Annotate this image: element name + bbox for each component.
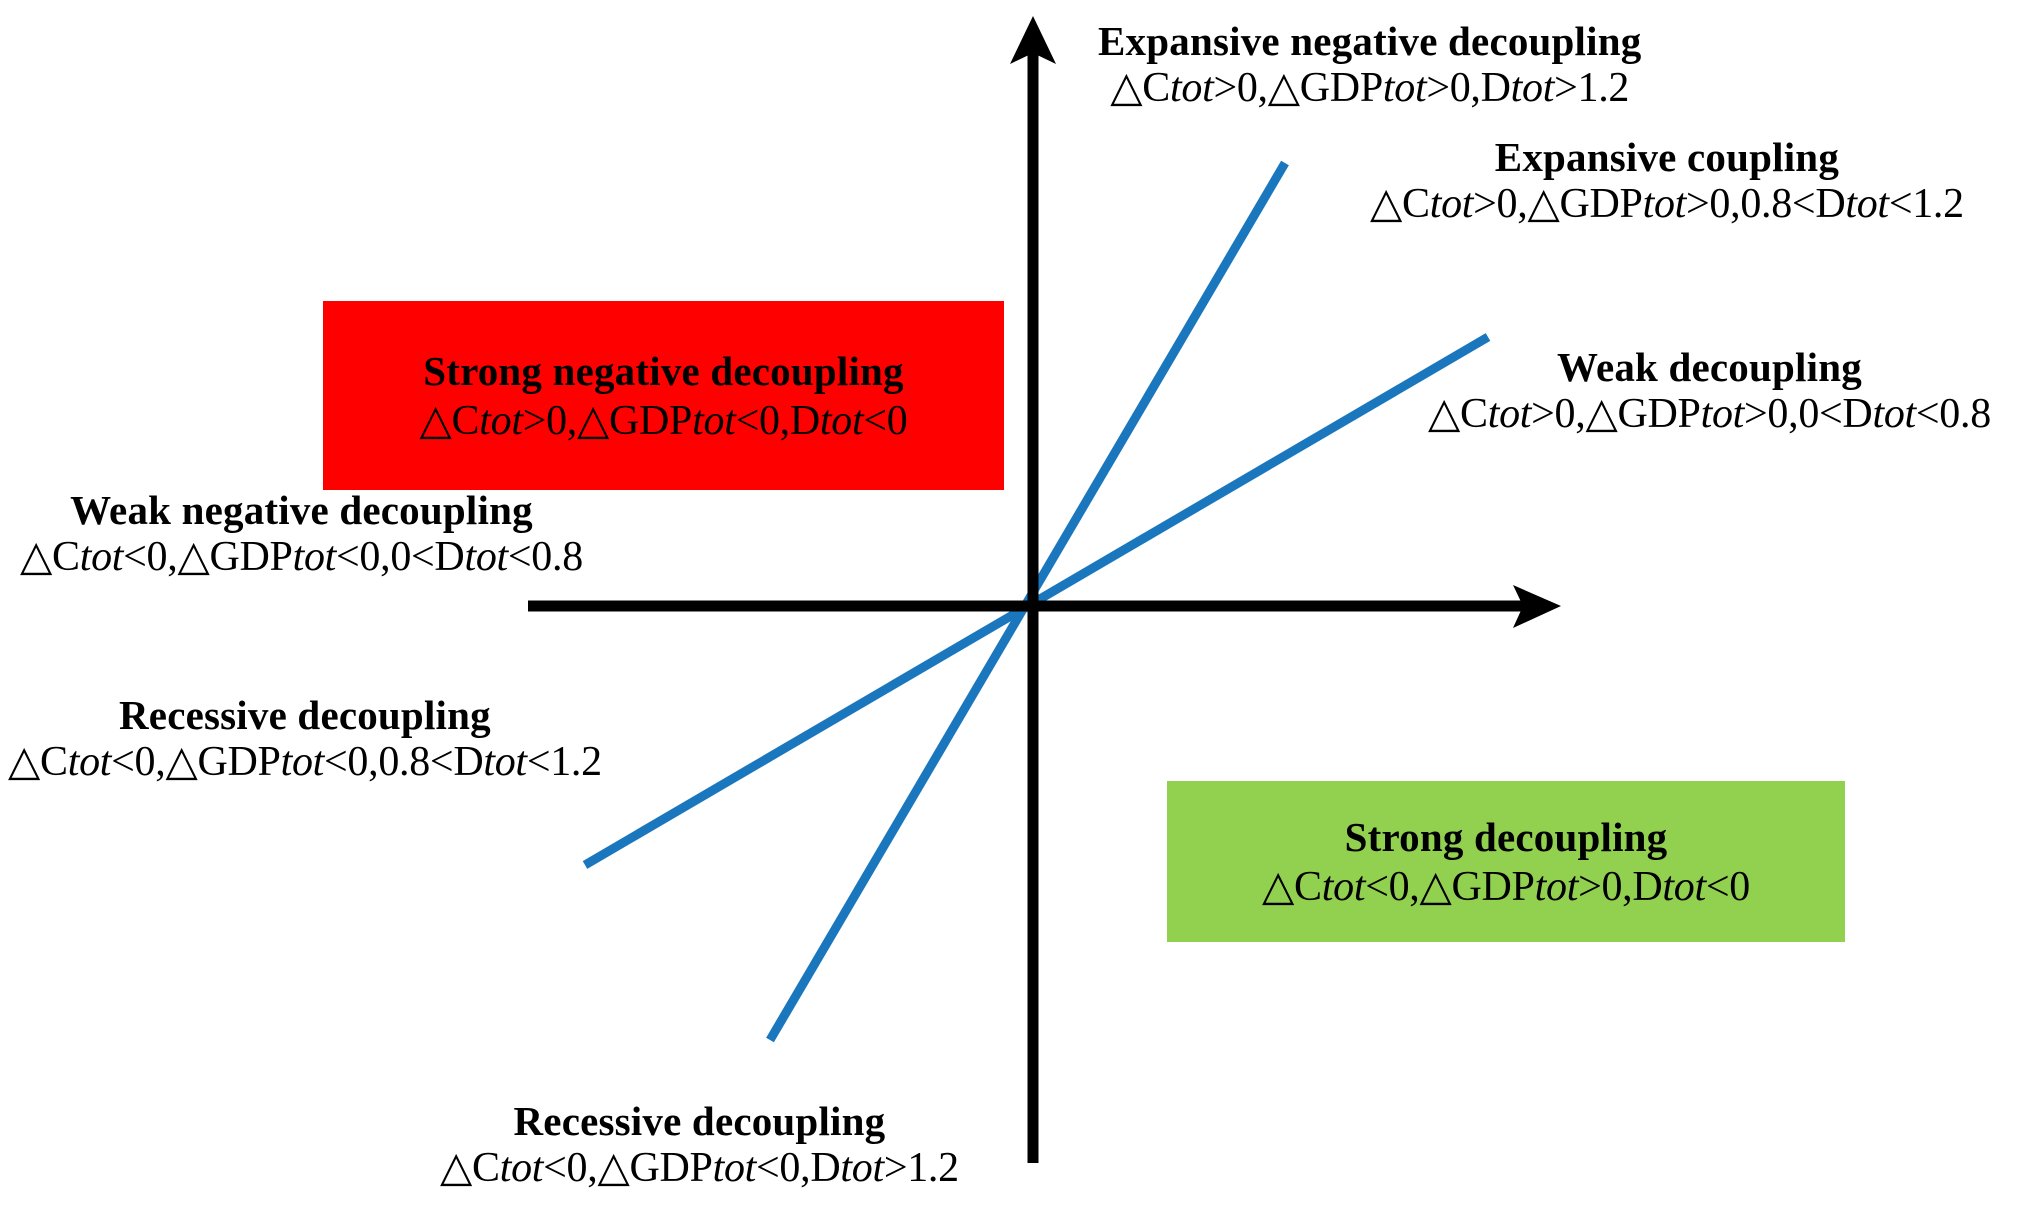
label-title: Strong negative decoupling xyxy=(423,347,904,394)
label-formula: △Ctot<0,△GDPtot>0,Dtot<0 xyxy=(1262,863,1750,910)
label-title: Expansive coupling xyxy=(1494,134,1840,180)
label-formula: △Ctot<0,△GDPtot<0,0<Dtot<0.8 xyxy=(20,533,583,580)
label-weak-decoupling: Weak decoupling △Ctot>0,△GDPtot>0,0<Dtot… xyxy=(1428,344,1991,439)
label-title: Strong decoupling xyxy=(1344,813,1668,860)
x-axis-arrowhead xyxy=(1513,585,1561,628)
label-expansive-negative-decoupling: Expansive negative decoupling △Ctot>0,△G… xyxy=(1098,18,1641,113)
label-title: Weak decoupling xyxy=(1557,344,1862,390)
label-title: Weak negative decoupling xyxy=(70,487,533,533)
y-axis-arrowhead xyxy=(1010,16,1056,64)
label-recessive-decoupling-lower: Recessive decoupling △Ctot<0,△GDPtot<0,D… xyxy=(440,1098,959,1193)
label-title: Recessive decoupling xyxy=(513,1098,886,1144)
label-expansive-coupling: Expansive coupling △Ctot>0,△GDPtot>0,0.8… xyxy=(1370,134,1964,229)
label-formula: △Ctot<0,△GDPtot<0,0.8<Dtot<1.2 xyxy=(8,738,602,785)
highlight-box-strong-negative-decoupling: Strong negative decoupling △Ctot>0,△GDPt… xyxy=(323,301,1004,490)
label-formula: △Ctot>0,△GDPtot>0,Dtot>1.2 xyxy=(1110,64,1630,111)
label-title: Expansive negative decoupling xyxy=(1098,18,1642,64)
label-recessive-decoupling-middle: Recessive decoupling △Ctot<0,△GDPtot<0,0… xyxy=(8,692,602,787)
label-weak-negative-decoupling: Weak negative decoupling △Ctot<0,△GDPtot… xyxy=(20,487,583,582)
label-formula: △Ctot<0,△GDPtot<0,Dtot>1.2 xyxy=(440,1144,959,1191)
label-formula: △Ctot>0,△GDPtot>0,0.8<Dtot<1.2 xyxy=(1370,180,1964,227)
highlight-box-strong-decoupling: Strong decoupling △Ctot<0,△GDPtot>0,Dtot… xyxy=(1167,781,1845,942)
label-formula: △Ctot>0,△GDPtot>0,0<Dtot<0.8 xyxy=(1428,390,1991,437)
label-title: Recessive decoupling xyxy=(118,692,491,738)
label-formula: △Ctot>0,△GDPtot<0,Dtot<0 xyxy=(419,397,908,444)
